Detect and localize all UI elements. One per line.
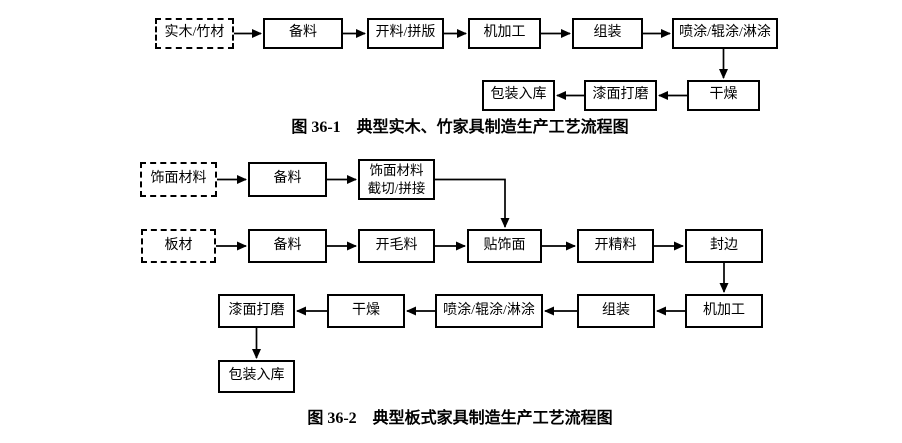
- node-label: 组装: [602, 302, 630, 318]
- node-label: 包装入库: [490, 87, 547, 103]
- node-label: 喷涂/辊涂/淋涂: [443, 302, 535, 318]
- node-label: 备料: [289, 25, 317, 41]
- node-edge-banding: 封边: [685, 229, 763, 263]
- node-machining-fig1: 机加工: [468, 18, 541, 49]
- figure1-caption-title: 典型实木、竹家具制造生产工艺流程图: [356, 119, 629, 136]
- node-veneer-cutting-splicing: 饰面材料 截切/拼接: [358, 159, 435, 200]
- node-label: 实木/竹材: [164, 25, 225, 41]
- node-label: 机加工: [483, 25, 526, 41]
- node-label: 干燥: [352, 302, 380, 318]
- node-label: 开毛料: [375, 237, 418, 253]
- node-label: 贴饰面: [483, 237, 526, 253]
- node-label: 开精料: [594, 237, 637, 253]
- node-panel-material: 板材: [141, 229, 216, 263]
- node-label: 开料/拼版: [375, 25, 436, 41]
- node-label: 组装: [593, 25, 622, 41]
- figure2-caption-number: 图 36-2: [307, 410, 357, 427]
- node-assembly-fig2: 组装: [577, 294, 655, 328]
- figure1-caption: 图 36-1 典型实木、竹家具制造生产工艺流程图: [150, 113, 770, 137]
- node-coating-fig1: 喷涂/辊涂/淋涂: [672, 18, 778, 49]
- node-label: 封边: [710, 237, 738, 253]
- node-solid-wood-bamboo: 实木/竹材: [155, 18, 234, 49]
- node-assembly-fig1: 组装: [572, 18, 643, 49]
- figure2-caption-title: 典型板式家具制造生产工艺流程图: [372, 410, 613, 427]
- node-label: 喷涂/辊涂/淋涂: [679, 25, 771, 41]
- node-cutting-panel-assembly: 开料/拼版: [367, 18, 444, 49]
- node-paint-sanding-fig2: 漆面打磨: [218, 294, 295, 328]
- node-label: 干燥: [709, 87, 738, 103]
- node-paint-sanding-fig1: 漆面打磨: [584, 80, 657, 111]
- node-prepare-materials-fig1: 备料: [263, 18, 343, 49]
- figure2-caption: 图 36-2 典型板式家具制造生产工艺流程图: [150, 404, 770, 428]
- node-machining-fig2: 机加工: [685, 294, 763, 328]
- figure1-caption-number: 图 36-1: [291, 119, 341, 136]
- node-prepare-materials-veneer: 备料: [248, 162, 327, 197]
- node-label: 包装入库: [228, 368, 285, 384]
- node-label: 机加工: [703, 302, 745, 318]
- node-drying-fig2: 干燥: [327, 294, 405, 328]
- node-packing-warehousing-fig1: 包装入库: [482, 80, 555, 111]
- node-prepare-materials-panel: 备料: [248, 229, 327, 263]
- node-fine-cutting: 开精料: [577, 229, 654, 263]
- node-veneering: 贴饰面: [467, 229, 542, 263]
- node-label-line2: 截切/拼接: [367, 180, 426, 196]
- node-veneer-material: 饰面材料: [140, 162, 217, 197]
- node-label: 板材: [164, 237, 193, 253]
- node-label: 备料: [273, 171, 302, 187]
- node-label: 漆面打磨: [228, 302, 285, 318]
- node-label-line1: 饰面材料: [369, 162, 424, 178]
- node-packing-warehousing-fig2: 包装入库: [218, 360, 295, 393]
- node-label: 饰面材料: [150, 171, 207, 187]
- arrow-fig2-veneercut-to-veneering: [435, 178, 510, 228]
- node-coating-fig2: 喷涂/辊涂/淋涂: [435, 294, 543, 328]
- node-drying-fig1: 干燥: [687, 80, 760, 111]
- node-label: 备料: [273, 237, 302, 253]
- node-label: 漆面打磨: [592, 87, 649, 103]
- node-rough-cutting: 开毛料: [358, 229, 435, 263]
